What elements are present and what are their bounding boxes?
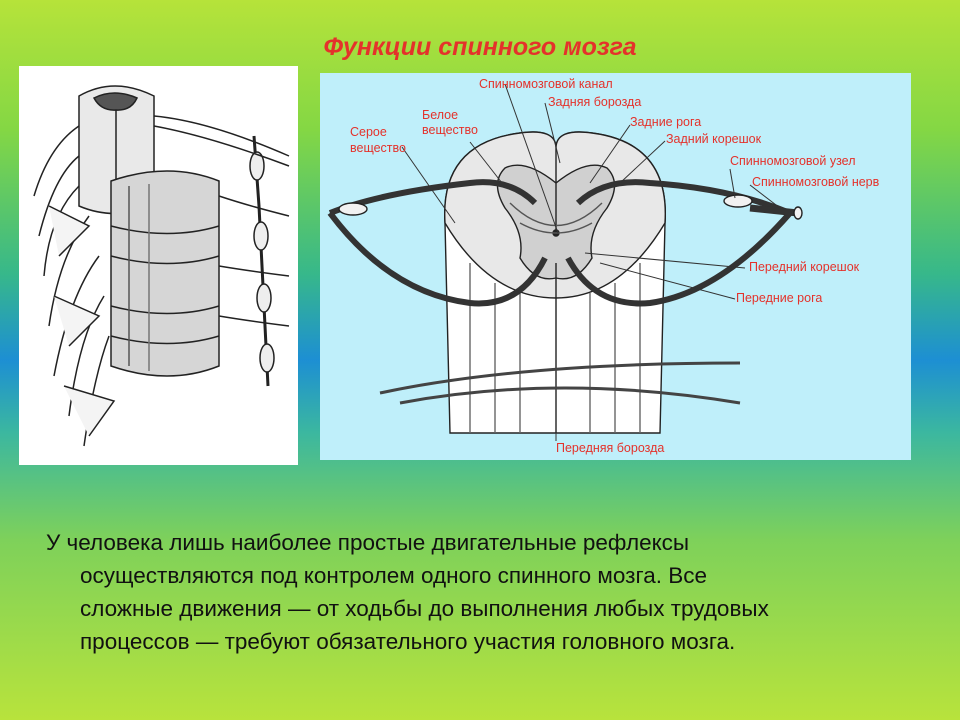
slide-body-text: У человека лишь наиболее простые двигате… (46, 526, 926, 658)
label-posterior-horns: Задние рога (630, 115, 702, 129)
label-white-matter-line2: вещество (422, 123, 478, 137)
body-line-2: осуществляются под контролем одного спин… (80, 563, 707, 588)
body-line-4: процессов — требуют обязательного участи… (80, 629, 736, 654)
label-spinal-nerve: Спинномозговой нерв (752, 175, 880, 189)
spinal-column-illustration (19, 66, 298, 465)
body-line-1: У человека лишь наиболее простые двигате… (46, 530, 690, 555)
label-anterior-fissure: Передняя борозда (556, 441, 665, 455)
label-anterior-root: Передний корешок (749, 260, 860, 274)
slide-title: Функции спинного мозга (323, 33, 637, 61)
body-line-3: сложные движения — от ходьбы до выполнен… (80, 596, 769, 621)
label-grey-matter-line1: Серое (350, 125, 387, 139)
label-posterior-sulcus: Задняя борозда (548, 95, 642, 109)
spinal-column-drawing (33, 85, 290, 447)
label-posterior-root: Задний корешок (666, 132, 762, 146)
label-anterior-horns: Передние рога (736, 291, 823, 305)
label-grey-matter-line2: вещество (350, 141, 406, 155)
label-spinal-ganglion: Спинномозговой узел (730, 154, 856, 168)
label-spinal-canal: Спинномозговой канал (479, 77, 613, 91)
spinal-cord-diagram: Спинномозговой канал Задняя борозда Бело… (320, 73, 911, 460)
label-white-matter-line1: Белое (422, 108, 459, 122)
spinal-cord-cross-section (327, 83, 803, 441)
